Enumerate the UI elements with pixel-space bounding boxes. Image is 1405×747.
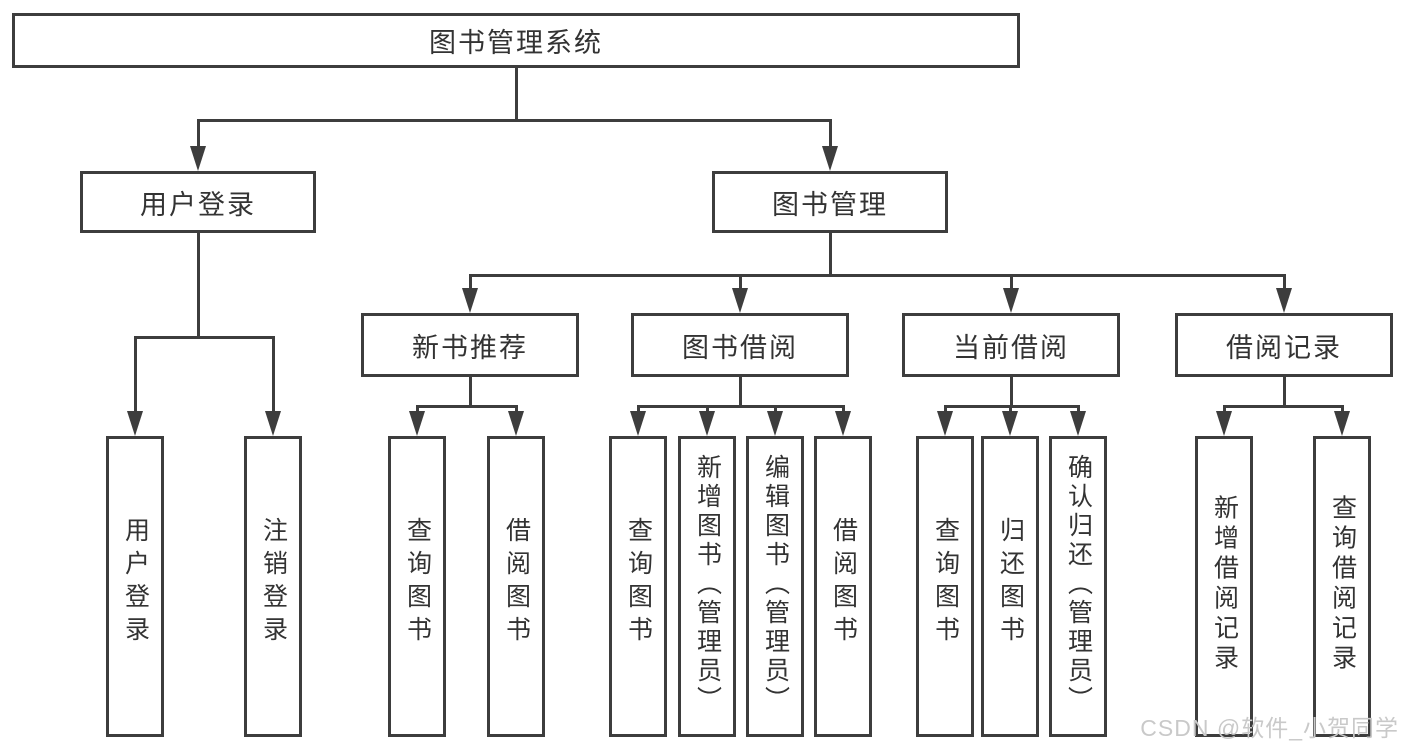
leaf-label: 注销登录 xyxy=(259,516,288,649)
connector-line xyxy=(133,336,275,339)
leaf-label: 查询图书 xyxy=(624,516,653,649)
connector-line xyxy=(1340,405,1344,413)
node-logout-leaf: 注销登录 xyxy=(244,436,302,737)
connector-line xyxy=(415,405,518,408)
arrow-down-icon xyxy=(767,411,783,436)
leaf-label: 借阅图书 xyxy=(502,516,531,649)
node-current-borrowing: 当前借阅 xyxy=(902,313,1120,377)
connector-line xyxy=(514,68,518,122)
leaf-label: 查询图书 xyxy=(931,516,960,649)
node-add-borrow-record-leaf: 新增借阅记录 xyxy=(1195,436,1253,737)
arrow-down-icon xyxy=(1334,411,1350,436)
connector-line xyxy=(1009,377,1013,408)
connector-line xyxy=(196,119,200,148)
connector-line xyxy=(468,274,472,290)
node-new-book-recommendation: 新书推荐 xyxy=(361,313,579,377)
node-borrow-books-leaf: 借阅图书 xyxy=(487,436,545,737)
connector-line xyxy=(1282,274,1286,290)
connector-line xyxy=(415,405,419,413)
connector-line xyxy=(468,274,1286,277)
arrow-down-icon xyxy=(1002,411,1018,436)
arrow-down-icon xyxy=(1216,411,1232,436)
node-query-books-leaf: 查询图书 xyxy=(388,436,446,737)
connector-line xyxy=(1076,405,1080,413)
leaf-label: 确认归还（管理员） xyxy=(1064,454,1093,715)
arrow-down-icon xyxy=(1070,411,1086,436)
arrow-down-icon xyxy=(822,146,838,171)
watermark-text: CSDN @软件_小贺同学 xyxy=(1140,715,1399,741)
connector-line xyxy=(271,336,275,413)
connector-line xyxy=(738,274,742,290)
arrow-down-icon xyxy=(462,288,478,313)
connector-line xyxy=(1222,405,1344,408)
leaf-label: 编辑图书（管理员） xyxy=(761,454,790,715)
node-borrow-books-leaf: 借阅图书 xyxy=(814,436,872,737)
arrow-down-icon xyxy=(630,411,646,436)
arrow-down-icon xyxy=(265,411,281,436)
node-return-books-leaf: 归还图书 xyxy=(981,436,1039,737)
node-query-books-leaf: 查询图书 xyxy=(916,436,974,737)
node-query-books-leaf: 查询图书 xyxy=(609,436,667,737)
arrow-down-icon xyxy=(699,411,715,436)
node-library-management-system: 图书管理系统 xyxy=(12,13,1020,68)
leaf-label: 新增借阅记录 xyxy=(1210,494,1239,674)
arrow-down-icon xyxy=(409,411,425,436)
arrow-down-icon xyxy=(1003,288,1019,313)
connector-line xyxy=(1282,377,1286,408)
arrow-down-icon xyxy=(508,411,524,436)
node-user-login: 用户登录 xyxy=(80,171,316,233)
arrow-down-icon xyxy=(835,411,851,436)
connector-line xyxy=(943,405,947,413)
connector-line xyxy=(773,405,777,413)
node-borrowing-records: 借阅记录 xyxy=(1175,313,1393,377)
connector-line xyxy=(1009,274,1013,290)
leaf-label: 查询图书 xyxy=(403,516,432,649)
connector-line xyxy=(705,405,709,413)
connector-line xyxy=(943,405,1080,408)
connector-line xyxy=(1008,405,1012,413)
connector-line xyxy=(636,405,845,408)
connector-line xyxy=(828,119,832,148)
node-user-login-leaf: 用户登录 xyxy=(106,436,164,737)
arrow-down-icon xyxy=(1276,288,1292,313)
arrow-down-icon xyxy=(127,411,143,436)
node-query-borrow-record-leaf: 查询借阅记录 xyxy=(1313,436,1371,737)
node-book-borrowing: 图书借阅 xyxy=(631,313,849,377)
connector-line xyxy=(841,405,845,413)
leaf-label: 查询借阅记录 xyxy=(1328,494,1357,674)
node-add-books-admin-leaf: 新增图书（管理员） xyxy=(678,436,736,737)
connector-line xyxy=(514,405,518,413)
arrow-down-icon xyxy=(190,146,206,171)
leaf-label: 归还图书 xyxy=(996,516,1025,649)
connector-line xyxy=(196,119,832,122)
connector-line xyxy=(636,405,640,413)
connector-line xyxy=(738,377,742,408)
connector-line xyxy=(1222,405,1226,413)
leaf-label: 用户登录 xyxy=(121,516,150,649)
node-confirm-return-admin-leaf: 确认归还（管理员） xyxy=(1049,436,1107,737)
arrow-down-icon xyxy=(937,411,953,436)
connector-line xyxy=(468,377,472,408)
arrow-down-icon xyxy=(732,288,748,313)
leaf-label: 借阅图书 xyxy=(829,516,858,649)
connector-line xyxy=(133,336,137,413)
connector-line xyxy=(828,233,832,277)
node-book-management: 图书管理 xyxy=(712,171,948,233)
node-edit-books-admin-leaf: 编辑图书（管理员） xyxy=(746,436,804,737)
leaf-label: 新增图书（管理员） xyxy=(693,454,722,715)
connector-line xyxy=(196,233,200,338)
